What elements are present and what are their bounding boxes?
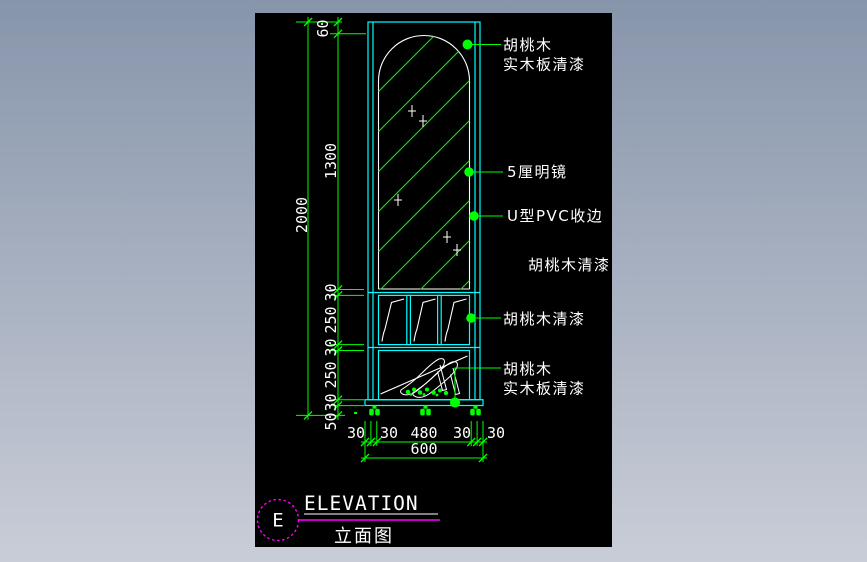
- leveling-feet: [354, 405, 481, 416]
- callout-mirror: 5厘明镜: [507, 163, 568, 181]
- callout-base-material-line2: 实木板清漆: [503, 380, 586, 398]
- dim-seg-250a: 250: [322, 306, 340, 333]
- dim-seg-30c: 30: [322, 393, 340, 411]
- shoe-flower-trim: [405, 387, 449, 397]
- dim-mirror-1300: 1300: [322, 143, 340, 179]
- title-chinese: 立面图: [334, 526, 394, 547]
- callout-leaders: [449, 39, 503, 408]
- dim-seg-30b: 30: [322, 338, 340, 356]
- dimension-vertical: [296, 17, 366, 420]
- title-elevation: ELEVATION: [304, 492, 419, 515]
- dim-total-width: 600: [410, 440, 437, 458]
- high-heel-shoes: [400, 358, 461, 398]
- dimension-horizontal: [360, 421, 488, 463]
- cabinet-outline: [364, 21, 484, 407]
- dim-edge-30a: 30: [347, 424, 365, 442]
- callout-walnut-note: 胡桃木清漆: [528, 256, 611, 274]
- dim-total-height: 2000: [293, 197, 311, 233]
- callout-top-material-line1: 胡桃木: [503, 36, 553, 54]
- callout-base-material-line1: 胡桃木: [503, 360, 553, 378]
- dim-edge-30c: 30: [453, 424, 471, 442]
- dim-mid-480: 480: [410, 424, 437, 442]
- title-bubble-letter: E: [272, 510, 283, 532]
- callout-top-material-line2: 实木板清漆: [503, 56, 586, 74]
- dim-seg-50: 50: [322, 412, 340, 430]
- dim-edge-30b: 30: [380, 424, 398, 442]
- drawing-canvas: [255, 13, 612, 547]
- title-block: E ELEVATION 立面图: [256, 492, 440, 547]
- callout-pvc-edge: U型PVC收边: [507, 207, 603, 225]
- shoe-display: [380, 355, 468, 398]
- dim-seg-30a: 30: [322, 283, 340, 301]
- dim-edge-30d: 30: [487, 424, 505, 442]
- callout-rack-finish: 胡桃木清漆: [503, 310, 586, 328]
- dim-top-60: 60: [314, 19, 332, 37]
- mirror-panel: [377, 34, 471, 290]
- shoe-rack-shelves: [381, 298, 467, 342]
- dim-seg-250b: 250: [322, 361, 340, 388]
- blip-marks: [394, 105, 461, 256]
